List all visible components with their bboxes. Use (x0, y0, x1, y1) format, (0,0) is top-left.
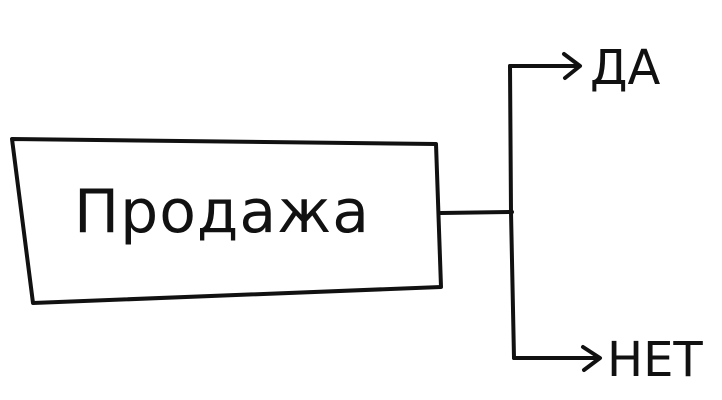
sale-box (10, 137, 443, 305)
branch-yes-arrowhead-icon (562, 52, 582, 80)
branch-yes-label: ДА (590, 40, 661, 96)
branch-no-arrowhead-icon (581, 345, 602, 372)
connector-line (439, 210, 514, 215)
sale-box-label: Продажа (74, 177, 370, 247)
branch-vertical-line (508, 64, 516, 360)
branch-no-label: НЕТ (607, 332, 703, 388)
